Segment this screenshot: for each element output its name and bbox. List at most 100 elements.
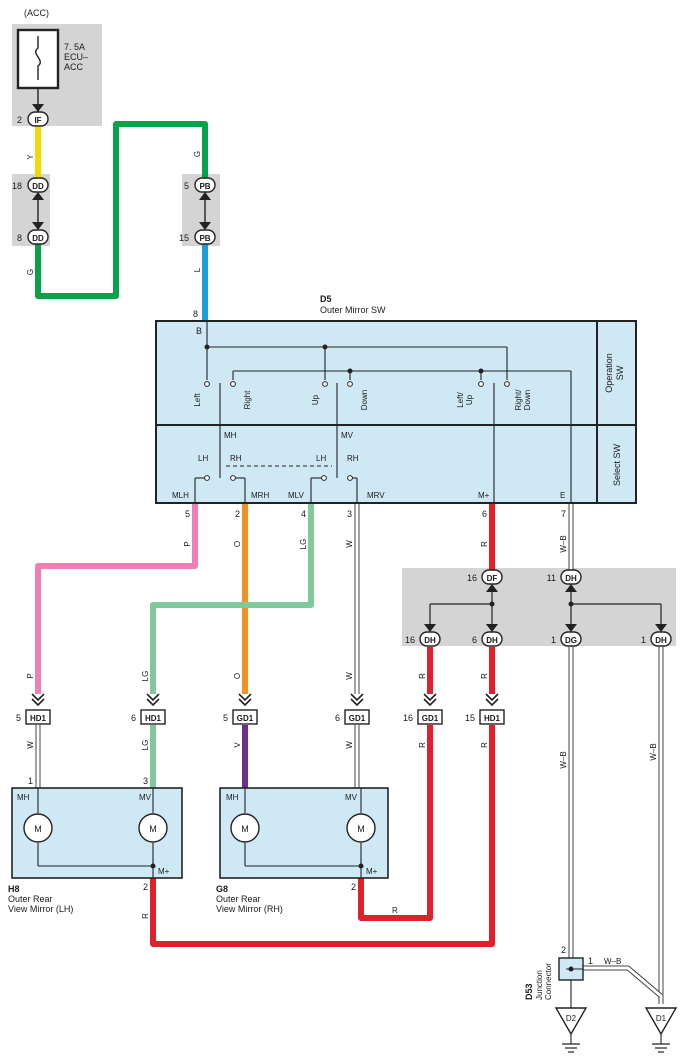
svg-text:LG: LG [141,740,150,751]
svg-text:View Mirror (LH): View Mirror (LH) [8,904,73,914]
svg-text:16: 16 [405,635,415,645]
h8-motor-mh-icon [23,813,53,843]
svg-text:15: 15 [465,713,475,723]
svg-text:Up: Up [465,394,474,405]
svg-text:W: W [345,672,354,680]
ground-d2-icon: D2 [554,1007,588,1053]
svg-text:1: 1 [641,635,646,645]
svg-text:E: E [560,491,565,500]
svg-text:Right: Right [243,390,252,409]
svg-text:2: 2 [143,882,148,892]
svg-text:2: 2 [17,115,22,125]
connector-df-16: DF 16 [467,569,503,592]
g8-code: G8 [216,884,228,894]
connector-pb-15: PB 15 [179,222,216,245]
svg-text:M: M [34,824,42,834]
ground-d1-icon: D1 [644,1007,678,1053]
svg-text:2: 2 [561,945,566,955]
d5-switch-box [155,320,637,504]
svg-text:MLH: MLH [172,491,189,500]
svg-text:MLV: MLV [288,491,305,500]
svg-text:G: G [26,269,35,275]
svg-text:6: 6 [335,713,340,723]
svg-text:MV: MV [341,431,354,440]
operation-sw-label-1: Operation [604,353,614,393]
svg-text:2: 2 [235,509,240,519]
connector-dh-1: DH 1 [641,624,672,647]
svg-text:M+: M+ [366,867,378,876]
svg-text:3: 3 [347,509,352,519]
svg-text:W–B: W–B [559,751,568,768]
svg-text:MH: MH [226,793,239,802]
connector-if: IF 2 [17,104,49,127]
svg-text:6: 6 [472,635,477,645]
svg-text:Left/: Left/ [456,391,465,407]
connector-dg-1: DG 1 [551,624,582,647]
svg-text:LH: LH [198,454,208,463]
h8-code: H8 [8,884,20,894]
svg-text:O: O [233,541,242,547]
wire-pink [35,503,198,694]
wire-color-labels: Y G G L P O LG W R W–B P LG O W R R W LG… [26,151,658,966]
svg-text:DD: DD [32,234,44,243]
svg-text:W–B: W–B [649,743,658,760]
svg-text:DF: DF [487,574,498,583]
connector-dh-16: DH 16 [405,624,441,647]
svg-text:DD: DD [32,182,44,191]
svg-text:5: 5 [223,713,228,723]
svg-text:R: R [141,913,150,919]
g8-internal-wiring [244,788,362,878]
select-sw-label: Select SW [612,443,622,486]
svg-text:PB: PB [199,234,210,243]
connector-gd1-5: GD1 5 [223,693,258,725]
svg-text:5: 5 [185,509,190,519]
operation-switch-contacts [204,381,510,387]
svg-text:W: W [345,741,354,749]
connector-hd1-5: HD1 5 [16,693,51,725]
operation-sw-label-2: SW [615,365,625,380]
svg-text:Y: Y [26,154,35,160]
svg-text:Right/: Right/ [514,389,523,411]
svg-text:M+: M+ [478,491,490,500]
connector-hd1-15: HD1 15 [465,693,505,725]
svg-text:R: R [480,742,489,748]
connector-gd1-16: GD1 16 [403,693,443,725]
svg-text:View Mirror (RH): View Mirror (RH) [216,904,283,914]
connector-dh-11: DH 11 [547,569,582,592]
svg-text:DH: DH [424,636,436,645]
svg-text:Up: Up [311,394,320,405]
svg-text:HD1: HD1 [145,714,162,723]
svg-text:Junction: Junction [535,970,544,1000]
connector-dh-6: DH 6 [472,624,503,647]
wire-wb-d53 [583,966,662,998]
operation-switch-wiring [206,321,572,503]
d53-code: D53 [524,983,534,1000]
svg-text:R: R [392,906,398,915]
select-switch-contacts [204,475,353,481]
svg-text:Left: Left [193,393,202,407]
svg-text:R: R [418,673,427,679]
svg-text:MV: MV [345,793,358,802]
fuse-icon [35,36,41,80]
svg-text:HD1: HD1 [30,714,47,723]
g8-motor-mv-icon [346,813,376,843]
fuse-amp: 7. 5A [64,42,85,52]
junction-panel [402,568,676,646]
svg-text:R: R [480,541,489,547]
svg-text:6: 6 [131,713,136,723]
wire-red-g8 [358,725,433,921]
svg-text:Connector: Connector [544,963,553,1000]
svg-text:M: M [241,824,249,834]
svg-text:RH: RH [230,454,242,463]
svg-text:LG: LG [141,671,150,682]
svg-text:P: P [26,673,35,678]
svg-text:P: P [183,541,192,546]
svg-text:DG: DG [565,636,577,645]
fuse-name-1: ECU– [64,52,88,62]
power-source-label: (ACC) [24,8,49,18]
svg-text:1: 1 [28,776,33,786]
svg-text:1: 1 [588,956,593,966]
connector-dd-8: DD 8 [17,222,49,245]
svg-text:1: 1 [551,635,556,645]
